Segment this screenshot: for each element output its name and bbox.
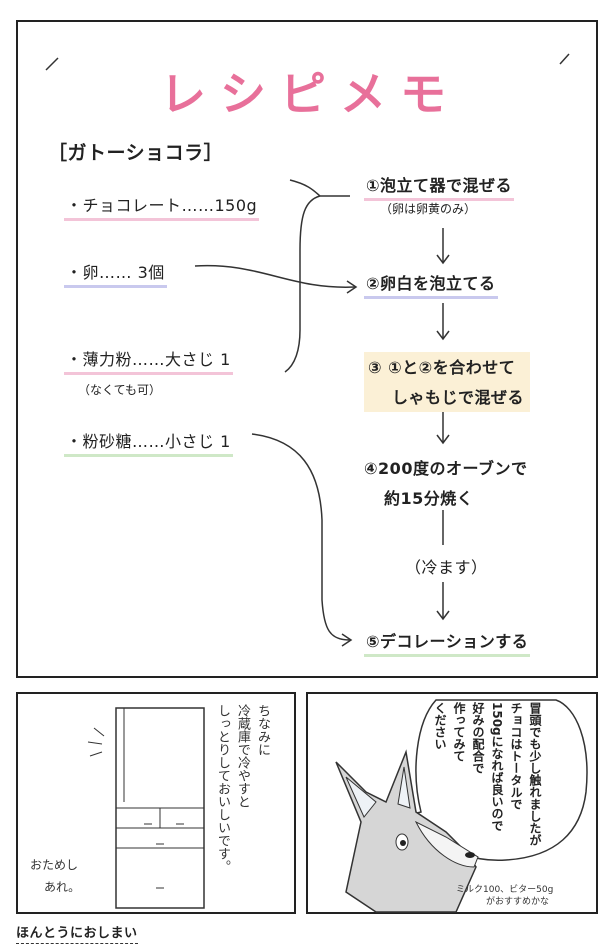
step-1: ①泡立て器で混ぜる — [364, 172, 515, 201]
fridge-note-line: しっとりしておいしいです。 — [215, 704, 230, 873]
speech-line: 作ってみて — [452, 702, 466, 762]
footer-text: ほんとうにおしまい — [16, 926, 138, 944]
step-text: ①泡立て器で混ぜる — [364, 172, 515, 201]
step-text: 約15分焼く — [384, 489, 474, 508]
step-text: ⑤デコレーションする — [364, 628, 531, 657]
ingredient-label: ・粉砂糖……小さじ 1 — [64, 428, 233, 457]
recipe-name: ［ガトーショコラ］ — [48, 142, 224, 164]
ingredient-label: ・チョコレート……150g — [64, 192, 260, 221]
ingredient-flour: ・薄力粉……大さじ 1 （なくても可） — [64, 346, 233, 398]
fridge-note-line: 冷蔵庫で冷やすと — [235, 704, 250, 808]
speech-line: チョコはトータルで — [509, 702, 523, 810]
step-5: ⑤デコレーションする — [364, 628, 531, 657]
speech-line: 150gになれば良いので — [490, 702, 504, 832]
step-3: ③ ①と②を合わせて しゃもじで混ぜる — [364, 352, 531, 412]
speech-line: 好みの配合で — [471, 702, 485, 774]
step-1-note: （卵は卵黄のみ） — [380, 202, 477, 216]
fridge-note: ちなみに 冷蔵庫で冷やすと しっとりしておいしいです。 — [212, 704, 272, 904]
step-4: ④200度のオーブンで 約15分焼く — [364, 455, 528, 509]
speech-text: 冒頭でも少し触れましたが チョコはトータルで 150gになれば良いので 好みの配… — [430, 702, 544, 870]
ingredient-sugar: ・粉砂糖……小さじ 1 — [64, 428, 233, 457]
speech-line: 冒頭でも少し触れましたが — [528, 702, 542, 846]
trial-note: おためし あれ。 — [30, 854, 80, 898]
cool-note: （冷ます） — [405, 558, 488, 577]
caption-line: ミルク100、ビター50g — [456, 885, 554, 895]
ingredient-chocolate: ・チョコレート……150g — [64, 192, 260, 221]
step-text: ③ ①と②を合わせて — [368, 358, 516, 377]
step-text: ④200度のオーブンで — [364, 459, 528, 478]
footer: ほんとうにおしまい — [16, 922, 138, 944]
caption-line: がおすすめかな — [486, 897, 550, 907]
ingredient-label: ・薄力粉……大さじ 1 — [64, 346, 233, 375]
trial-note-line: あれ。 — [44, 880, 81, 894]
recipe-memo-panel — [16, 20, 598, 678]
wolf-illustration — [335, 699, 588, 913]
ingredient-note: （なくても可） — [78, 383, 162, 397]
fridge-note-line: ちなみに — [255, 704, 270, 756]
ingredient-label: ・卵…… 3個 — [64, 259, 167, 288]
ingredient-egg: ・卵…… 3個 — [64, 259, 167, 288]
fridge-illustration — [87, 707, 205, 909]
memo-title: レシピメモ — [160, 67, 460, 121]
speech-line: ください — [433, 702, 447, 750]
caption: ミルク100、ビター50g がおすすめかな — [456, 884, 553, 908]
trial-note-line: おためし — [30, 858, 79, 872]
step-text: ②卵白を泡立てる — [364, 270, 498, 299]
step-2: ②卵白を泡立てる — [364, 270, 498, 299]
step-text: しゃもじで混ぜる — [392, 388, 525, 407]
